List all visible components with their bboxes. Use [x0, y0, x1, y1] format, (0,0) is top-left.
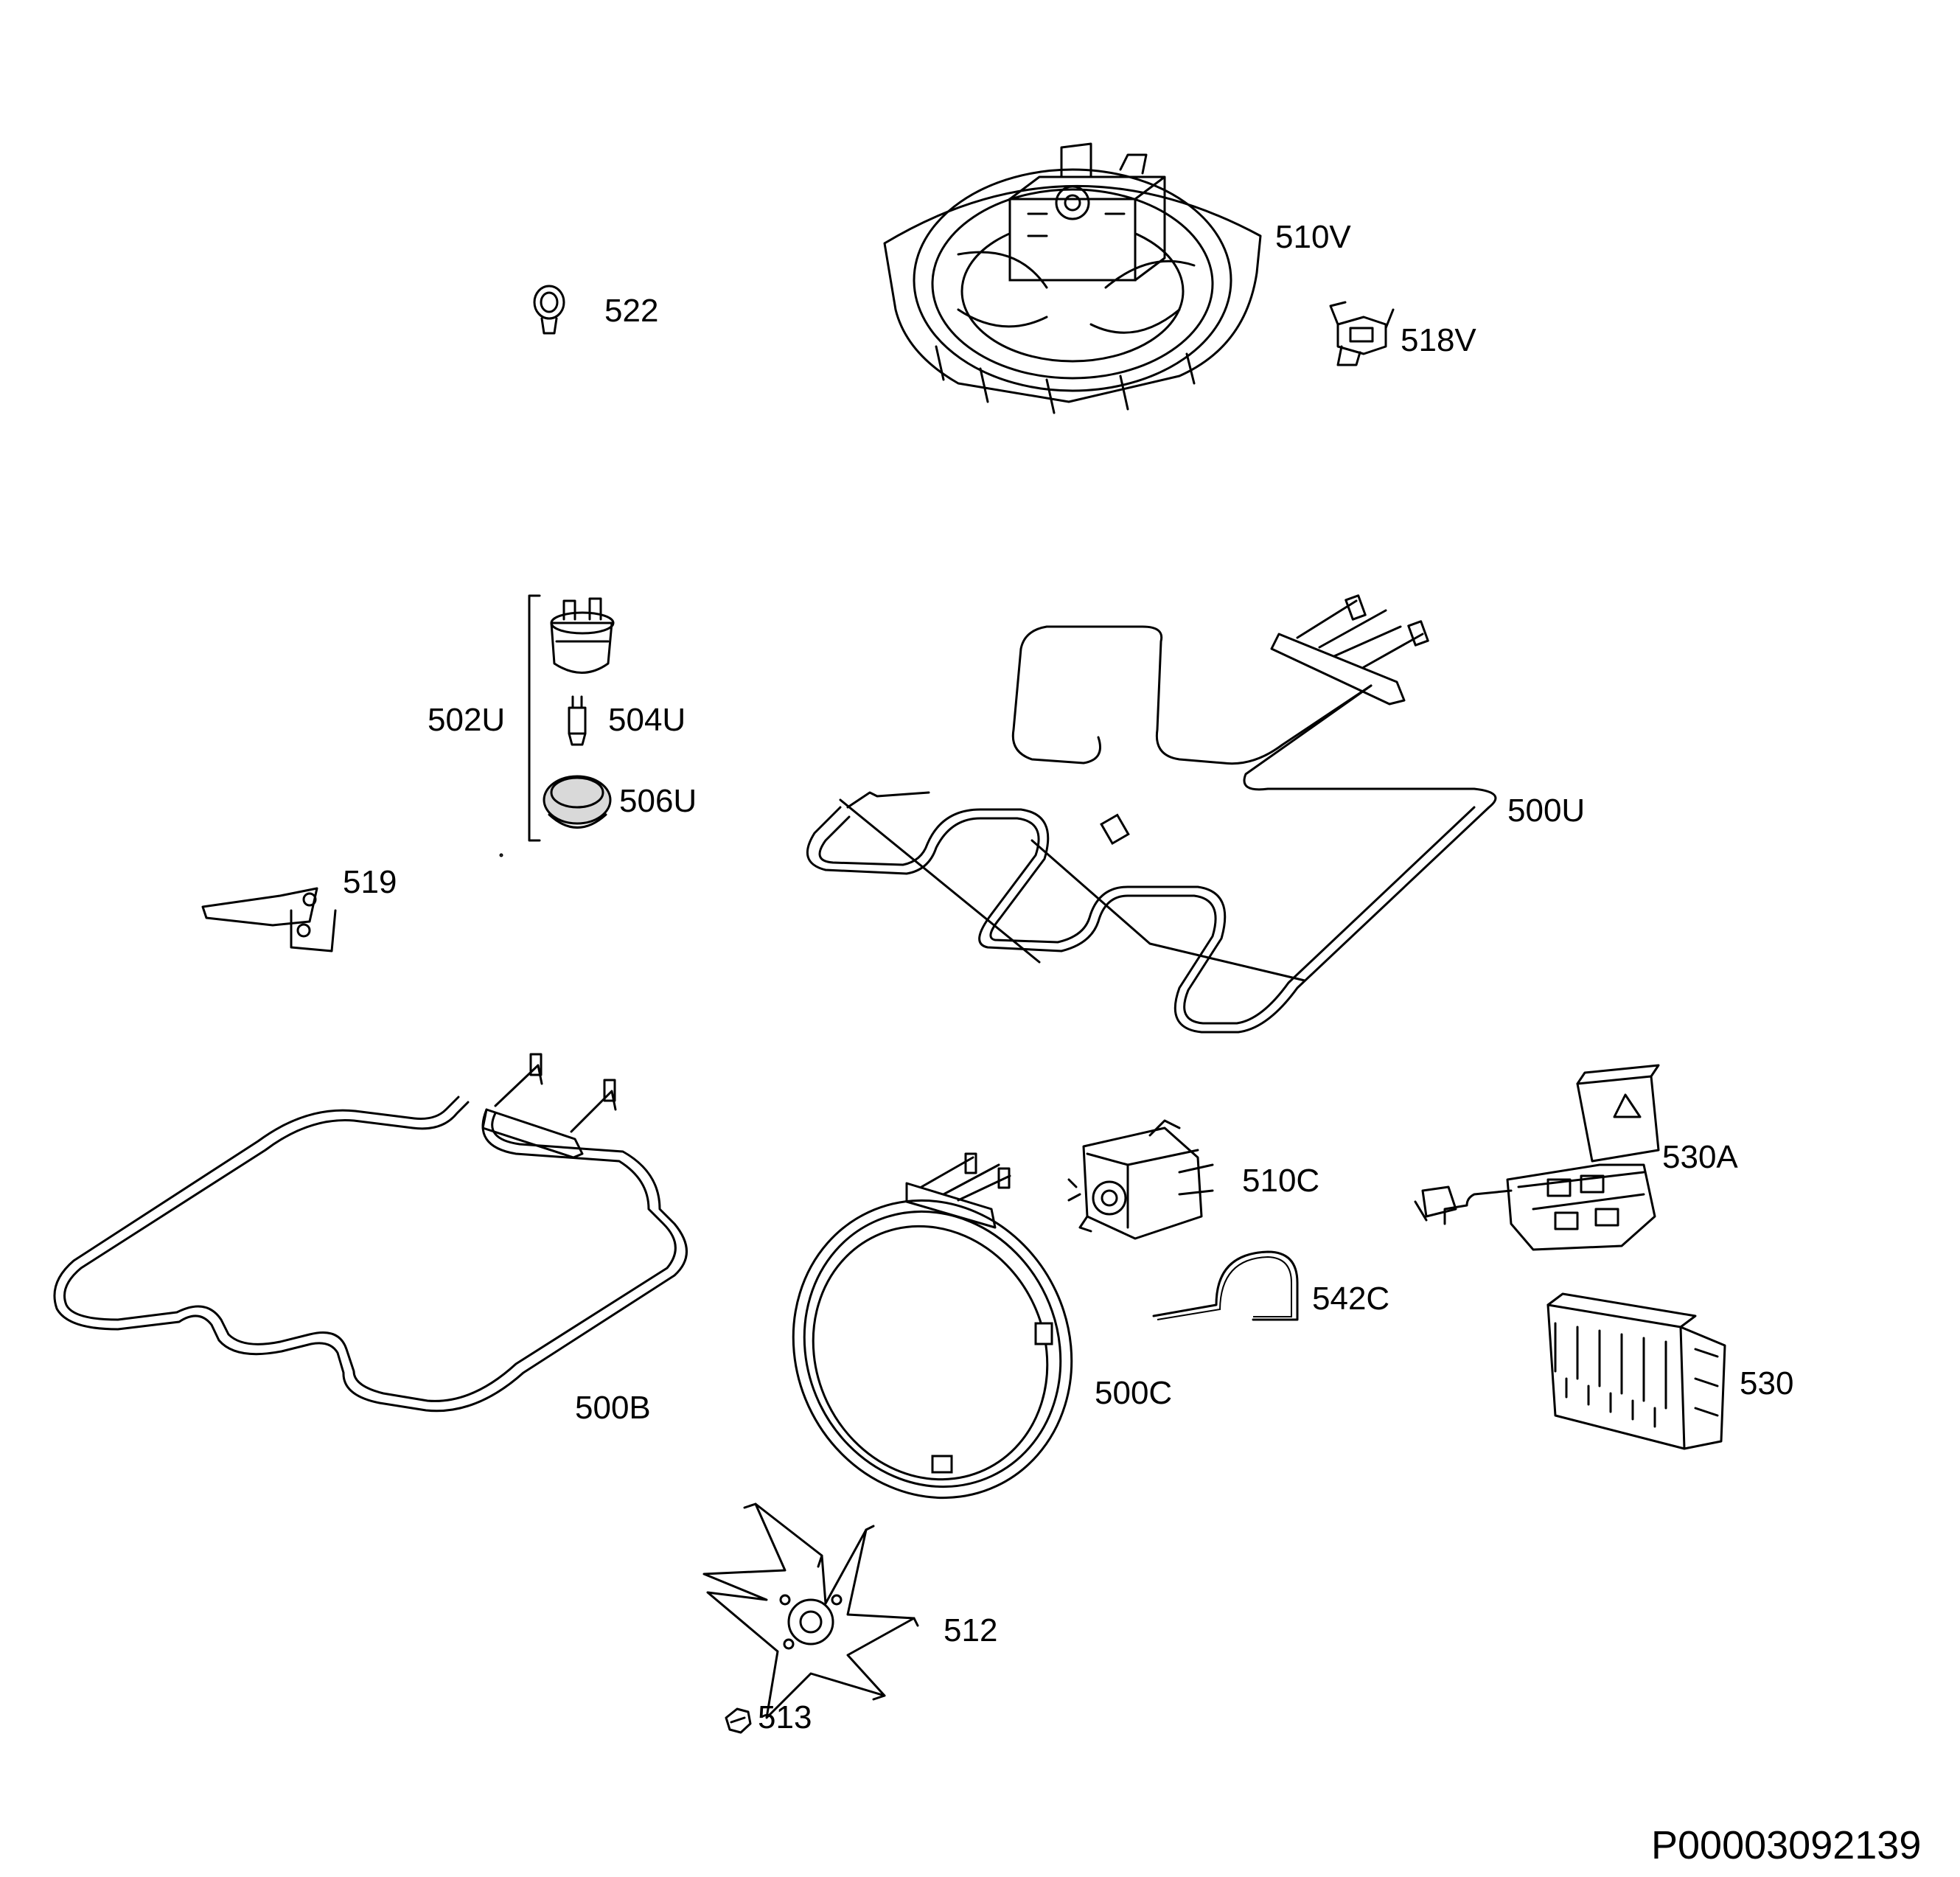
part-530A-lamp-switch-block	[1414, 1064, 1660, 1251]
part-510V-fan-motor-assembly	[883, 142, 1262, 414]
label-530: 530	[1740, 1365, 1794, 1401]
part-542C-wire-spring	[1152, 1250, 1299, 1321]
label-504U: 504U	[608, 702, 686, 738]
part-504U-lamp-bulb	[568, 695, 587, 746]
label-510C: 510C	[1242, 1163, 1320, 1199]
label-500U: 500U	[1507, 793, 1586, 829]
part-518V-thermostat	[1329, 301, 1395, 366]
label-510V: 510V	[1275, 219, 1351, 255]
label-522: 522	[604, 293, 659, 329]
part-502U-lamp-assembly	[528, 594, 615, 842]
label-500B: 500B	[575, 1390, 651, 1426]
part-506U-lamp-cover	[543, 775, 612, 829]
label-506U: 506U	[619, 783, 697, 819]
part-512-fan-blade	[702, 1502, 919, 1719]
part-500C-ring-element	[792, 1152, 1073, 1500]
part-522-clip	[533, 285, 565, 335]
label-502U: 502U	[428, 702, 506, 738]
label-519: 519	[343, 864, 397, 900]
label-500C: 500C	[1095, 1375, 1173, 1411]
part-510C-motor	[1067, 1119, 1214, 1240]
label-542C: 542C	[1312, 1281, 1390, 1317]
label-530A: 530A	[1662, 1139, 1738, 1175]
part-500U-grill-element	[806, 594, 1497, 1034]
label-512: 512	[944, 1612, 998, 1648]
label-518V: 518V	[1401, 322, 1476, 358]
label-513: 513	[758, 1699, 812, 1735]
part-500B-bottom-element	[53, 1053, 688, 1413]
drawing-code: P00003092139	[1651, 1823, 1922, 1867]
part-530-terminal-block	[1546, 1292, 1726, 1450]
part-519-bracket	[201, 887, 337, 953]
part-513-nut	[725, 1707, 752, 1734]
